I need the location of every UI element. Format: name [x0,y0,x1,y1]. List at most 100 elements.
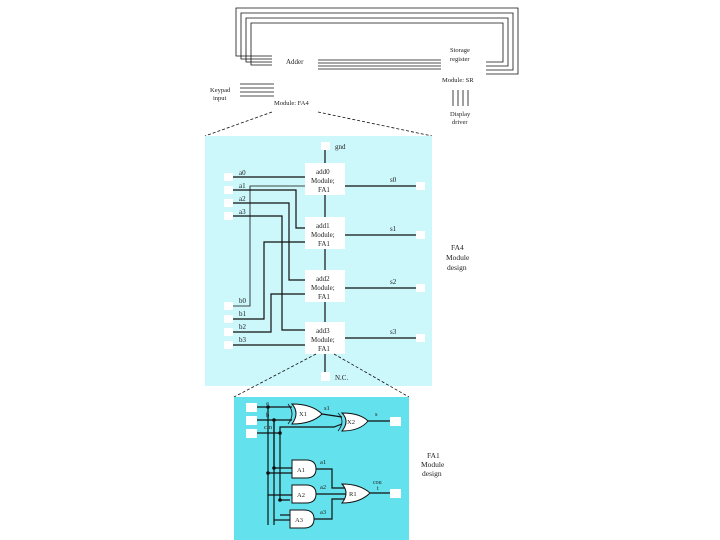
a1-label: a1 [239,182,246,190]
b-input-terminals [224,302,233,349]
add0-type: FA1 [318,186,330,194]
fa1-module-diagram: a b cin X1 X2 s1 [234,397,445,540]
b2-label: b2 [239,323,247,331]
adder-blocks [305,163,345,354]
storage-label-1: Storage [450,47,470,54]
adder-block-add1 [305,217,345,249]
fa1-design-caption: FA1 Module design [421,451,445,478]
a3-terminal [224,212,233,220]
gate-r1-label: R1 [349,491,357,498]
wire-a3-label: a3 [320,509,326,516]
and-gate-a3: A3 [289,509,315,529]
display-label-2: driver [452,119,468,126]
keypad-wires [240,83,274,97]
adder-block-add2 [305,270,345,302]
fa1-cout-1: cou [373,480,382,486]
a2-label: a2 [239,195,246,203]
fa1-out-s: s [375,411,378,418]
b1-label: b1 [239,310,247,318]
display-wires [452,90,469,106]
storage-register-block [443,44,485,74]
s0-label: s0 [390,176,397,184]
b2-terminal [224,328,233,336]
a0-label: a0 [239,169,246,177]
fa4-caption-2: Module [446,253,470,262]
s0-terminal [416,182,425,190]
a0-terminal [224,173,233,181]
fa1-caption-1: FA1 [427,451,440,460]
nc-label: N.C. [335,374,348,382]
gnd-terminal [321,142,330,150]
s3-label: s3 [390,328,397,336]
b-input-labels: b0 b1 b2 b3 [239,297,247,344]
add1-name: add1 [316,222,330,230]
adder-block [274,53,316,71]
cin-terminal [246,429,257,438]
a3-label: a3 [239,208,246,216]
b-input-wires [233,185,305,346]
add3-name: add3 [316,327,330,335]
add0-name: add0 [316,168,330,176]
zoom-guide-fa1-right [333,353,410,398]
adder-block-add0 [305,163,345,195]
add3-module: Module; [311,336,335,344]
gate-a3-label: A3 [295,517,303,524]
sum-output-wires [345,185,416,339]
add1-module: Module; [311,231,335,239]
module-fa4-label: Module: FA4 [274,100,309,107]
keypad-label-1: Keypad [210,87,231,94]
s1-label: s1 [390,225,397,233]
and-gate-a1: A1 [291,459,317,479]
fa4-caption-1: FA4 [451,243,464,252]
adder-label: Adder [286,58,304,66]
wire-a1-label: a1 [320,459,326,466]
s3-terminal [416,334,425,342]
gate-x2-label: X2 [347,419,355,426]
wire-s1-label: s1 [324,405,330,412]
gate-a2-label: A2 [297,492,305,499]
a1-terminal [224,186,233,194]
b-terminal [246,416,257,425]
fa1-input-a: a [266,400,269,407]
or-gate-r1: R1 [340,483,371,504]
sum-output-terminals [416,182,425,342]
xor-gate-x2: X2 [337,412,369,432]
a2-terminal [224,199,233,207]
add2-type: FA1 [318,293,330,301]
gnd-label: gnd [335,143,346,151]
adder-block-add3 [305,322,345,354]
s2-terminal [416,284,425,292]
keypad-label-2: input [213,95,227,102]
add0-module: Module; [311,177,335,185]
module-sr-label: Module: SR [442,77,474,84]
gate-x1-label: X1 [299,411,307,418]
add2-module: Module; [311,284,335,292]
fa1-caption-3: design [422,469,442,478]
system-level-diagram: Adder Storage register Module: SR Keypad… [204,7,519,137]
gate-a1-label: A1 [297,467,305,474]
nc-terminal [321,372,330,381]
add1-type: FA1 [318,240,330,248]
cout-terminal [390,489,401,498]
zoom-guide-fa1-left [233,353,317,398]
xor-gate-x1: X1 [287,403,323,425]
s2-label: s2 [390,278,397,286]
zoom-guide-left [204,111,273,137]
add3-type: FA1 [318,345,330,353]
storage-label-2: register [450,56,470,63]
wire-a2-label: a2 [320,484,326,491]
zoom-guide-right [317,111,433,137]
a-terminal [246,403,257,412]
fa1-caption-2: Module [421,460,445,469]
fa4-module-diagram: gnd add0 Module; FA1 add1 Module; FA1 ad… [205,136,470,398]
b3-label: b3 [239,336,247,344]
display-label-1: Display [450,111,471,118]
s1-terminal [416,231,425,239]
a-input-labels: a0 a1 a2 a3 [239,169,246,216]
a-input-terminals [224,173,233,220]
sum-output-labels: s0 s1 s2 s3 [390,176,397,336]
b0-terminal [224,302,233,310]
adder-labels: add0 Module; FA1 add1 Module; FA1 add2 M… [311,168,335,353]
b0-label: b0 [239,297,247,305]
